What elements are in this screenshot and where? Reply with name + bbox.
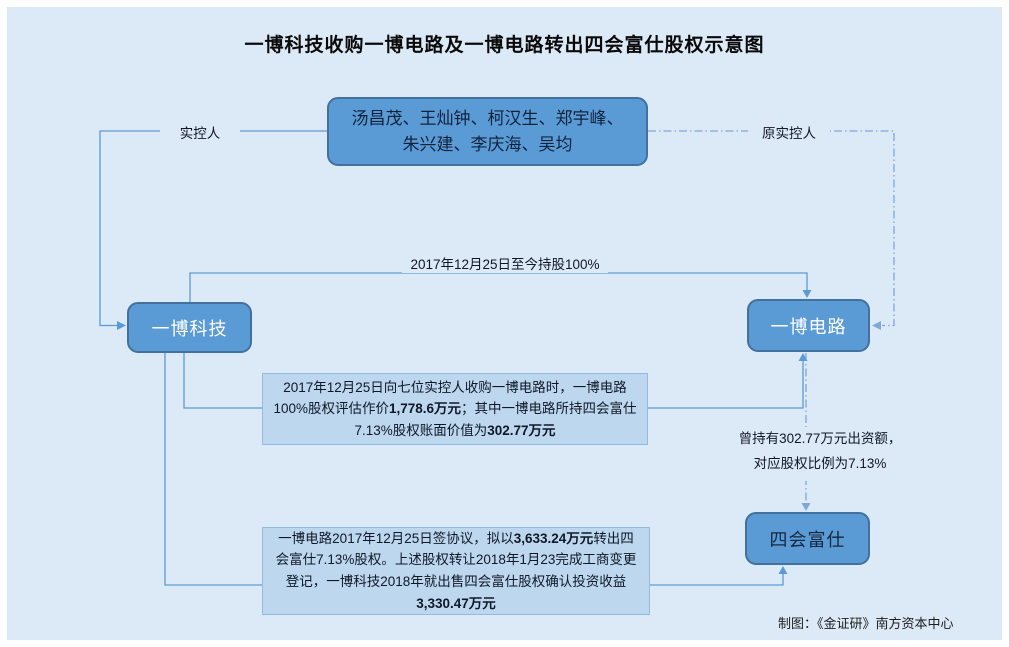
connector-holding-100pct	[189, 272, 808, 302]
acquisition-seg-0: 2017年12月25日向七位实控人收购一博电路时，一博电路100%股权评估作价	[273, 379, 627, 417]
node-sihui-fushi: 四会富仕	[745, 512, 870, 565]
acquisition-seg-1: 1,778.6万元	[388, 401, 462, 417]
contribution-line-1: 曾持有302.77万元出资额，	[738, 431, 902, 446]
credit-line: 制图：《金证研》南方资本中心	[778, 616, 954, 631]
transfer-seg-0: 一博电路2017年12月25日签协议，拟以	[278, 530, 514, 546]
sihui-fushi-label: 四会富仕	[769, 529, 846, 550]
node-yibo-circuit: 一博电路	[747, 299, 870, 352]
transfer-seg-1: 3,633.24万元	[513, 530, 594, 546]
connector-yibotech-to-acquisition-note	[183, 353, 262, 409]
arrowhead-into-sihui-top-dashed	[801, 503, 811, 511]
connector-acquisition-note-to-circuit	[648, 361, 804, 409]
arrowhead-into-sihui-bottom	[778, 566, 788, 574]
note-transfer-text: 一博电路2017年12月25日签协议，拟以3,633.24万元转出四会富仕7.1…	[272, 528, 640, 614]
arrowhead-into-circuit-right-dashed	[872, 321, 881, 330]
connector-former-controllers-dashed	[648, 130, 895, 327]
arrowhead-into-yibotech	[117, 321, 126, 330]
contribution-line-2: 对应股权比例为7.13%	[753, 455, 887, 471]
note-transfer: 一博电路2017年12月25日签协议，拟以3,633.24万元转出四会富仕7.1…	[262, 527, 650, 615]
transfer-seg-3: 3,330.47万元	[416, 595, 496, 611]
yibo-tech-label: 一博科技	[151, 318, 228, 339]
connector-transfer-note-to-sihui	[650, 574, 784, 586]
acquisition-seg-2: ；其中一博电路所持四会富仕7.13%股权账面价值为	[354, 401, 637, 438]
arrowhead-into-circuit-top	[802, 290, 812, 298]
controllers-line-1: 汤昌茂、王灿钟、柯汉生、郑宇峰、	[351, 108, 624, 128]
node-yibo-tech: 一博科技	[127, 302, 252, 353]
yibo-circuit-label: 一博电路	[770, 316, 847, 337]
note-contribution: 曾持有302.77万元出资额， 对应股权比例为7.13%	[698, 427, 942, 481]
note-acquisition: 2017年12月25日向七位实控人收购一博电路时，一博电路100%股权评估作价1…	[262, 373, 648, 445]
controllers-line-2: 朱兴建、李庆海、吴均	[402, 134, 573, 154]
acquisition-seg-3: 302.77万元	[487, 422, 556, 438]
edge-label-actual-controller: 实控人	[160, 121, 240, 143]
arrowhead-into-circuit-bottom	[798, 353, 808, 361]
connector-controllers-to-yibotech	[99, 130, 327, 327]
connector-yibotech-to-transfer-note	[164, 353, 262, 586]
edge-label-holding: 2017年12月25日至今持股100%	[402, 252, 608, 273]
edge-label-former-controller: 原实控人	[748, 121, 830, 143]
note-acquisition-text: 2017年12月25日向七位实控人收购一博电路时，一博电路100%股权评估作价1…	[272, 377, 638, 442]
node-controllers: 汤昌茂、王灿钟、柯汉生、郑宇峰、 朱兴建、李庆海、吴均	[327, 97, 648, 166]
page-title: 一博科技收购一博电路及一博电路转出四会富仕股权示意图	[244, 35, 765, 56]
transfer-seg-2: 转出四会富仕7.13%股权。上述股权转让2018年1月23完成工商变更登记，一博…	[275, 530, 637, 589]
